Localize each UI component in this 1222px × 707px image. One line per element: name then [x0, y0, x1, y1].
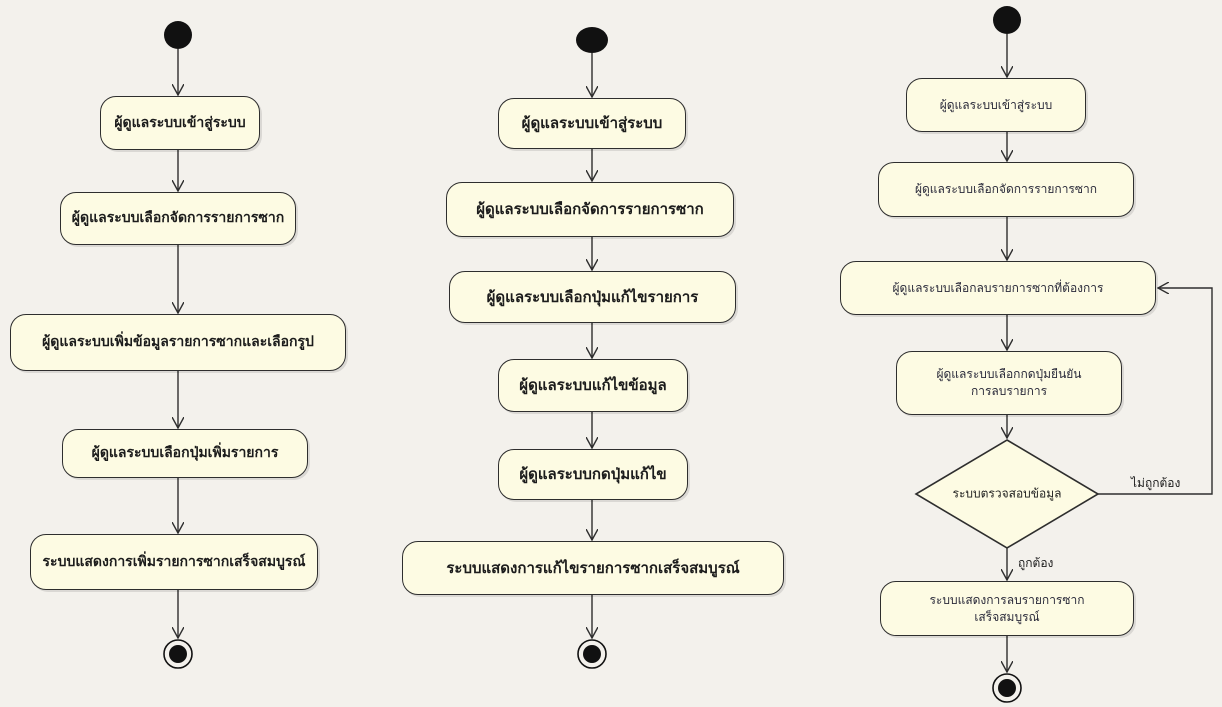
node-label-line1: ผู้ดูแลระบบเลือกกดปุ่มยืนยัน: [936, 367, 1082, 381]
middle-action-select-edit: ผู้ดูแลระบบเลือกปุ่มแก้ไขรายการ: [449, 271, 736, 323]
right-action-done: ระบบแสดงการลบรายการซาก เสร็จสมบูรณ์: [880, 581, 1134, 636]
middle-action-click-edit: ผู้ดูแลระบบกดปุ่มแก้ไข: [498, 449, 688, 500]
middle-action-select-manage: ผู้ดูแลระบบเลือกจัดการรายการซาก: [446, 182, 734, 237]
node-label: ระบบแสดงการแก้ไขรายการซากเสร็จสมบูรณ์: [446, 558, 740, 577]
node-label: ผู้ดูแลระบบเลือกจัดการรายการซาก: [476, 200, 704, 218]
left-initial-node: [164, 21, 192, 49]
node-label: ผู้ดูแลระบบเข้าสู่ระบบ: [114, 114, 246, 131]
right-action-confirm-delete: ผู้ดูแลระบบเลือกกดปุ่มยืนยัน การลบรายการ: [896, 351, 1122, 415]
node-label-line2: การลบรายการ: [970, 384, 1048, 398]
right-initial-node: [993, 6, 1021, 34]
right-action-login: ผู้ดูแลระบบเข้าสู่ระบบ: [906, 78, 1086, 132]
left-action-done: ระบบแสดงการเพิ่มรายการซากเสร็จสมบูรณ์: [30, 534, 318, 590]
node-label: ผู้ดูแลระบบเลือกจัดการรายการซาก: [914, 182, 1098, 196]
node-label: ผู้ดูแลระบบแก้ไขข้อมูล: [519, 376, 667, 394]
node-label: ระบบแสดงการเพิ่มรายการซากเสร็จสมบูรณ์: [42, 553, 306, 570]
node-label: ผู้ดูแลระบบเลือกจัดการรายการซาก: [71, 210, 285, 226]
middle-final-node: [577, 639, 607, 669]
node-label: ผู้ดูแลระบบเลือกปุ่มเพิ่มรายการ: [91, 445, 279, 461]
left-final-node: [163, 639, 193, 669]
left-action-select-manage: ผู้ดูแลระบบเลือกจัดการรายการซาก: [60, 192, 296, 245]
right-action-select-manage: ผู้ดูแลระบบเลือกจัดการรายการซาก: [878, 162, 1134, 217]
node-label-line1: ระบบแสดงการลบรายการซาก: [929, 592, 1085, 607]
node-label: ผู้ดูแลระบบเพิ่มข้อมูลรายการซากและเลือกร…: [42, 334, 314, 350]
middle-action-login: ผู้ดูแลระบบเข้าสู่ระบบ: [498, 98, 686, 149]
node-label: ผู้ดูแลระบบเลือกปุ่มแก้ไขรายการ: [486, 287, 699, 306]
left-action-click-add: ผู้ดูแลระบบเลือกปุ่มเพิ่มรายการ: [62, 429, 308, 478]
guard-correct: ถูกต้อง: [1018, 556, 1054, 570]
guard-not-correct: ไม่ถูกต้อง: [1131, 476, 1181, 490]
middle-action-edit-info: ผู้ดูแลระบบแก้ไขข้อมูล: [498, 359, 688, 412]
left-action-login: ผู้ดูแลระบบเข้าสู่ระบบ: [100, 96, 260, 150]
left-action-add-info: ผู้ดูแลระบบเพิ่มข้อมูลรายการซากและเลือกร…: [10, 314, 346, 371]
node-label: ผู้ดูแลระบบเลือกลบรายการซากที่ต้องการ: [892, 280, 1104, 295]
middle-action-done: ระบบแสดงการแก้ไขรายการซากเสร็จสมบูรณ์: [402, 541, 784, 595]
right-decision-label: ระบบตรวจสอบข้อมูล: [952, 486, 1062, 501]
right-final-node: [992, 673, 1022, 703]
node-label: ผู้ดูแลระบบกดปุ่มแก้ไข: [519, 465, 667, 483]
right-loop-edge: [1098, 288, 1213, 495]
middle-initial-node: [576, 27, 608, 53]
node-label: ผู้ดูแลระบบเข้าสู่ระบบ: [521, 114, 663, 132]
node-label-line2: เสร็จสมบูรณ์: [974, 609, 1040, 624]
node-label: ผู้ดูแลระบบเข้าสู่ระบบ: [939, 97, 1053, 112]
right-action-select-delete: ผู้ดูแลระบบเลือกลบรายการซากที่ต้องการ: [840, 261, 1156, 315]
